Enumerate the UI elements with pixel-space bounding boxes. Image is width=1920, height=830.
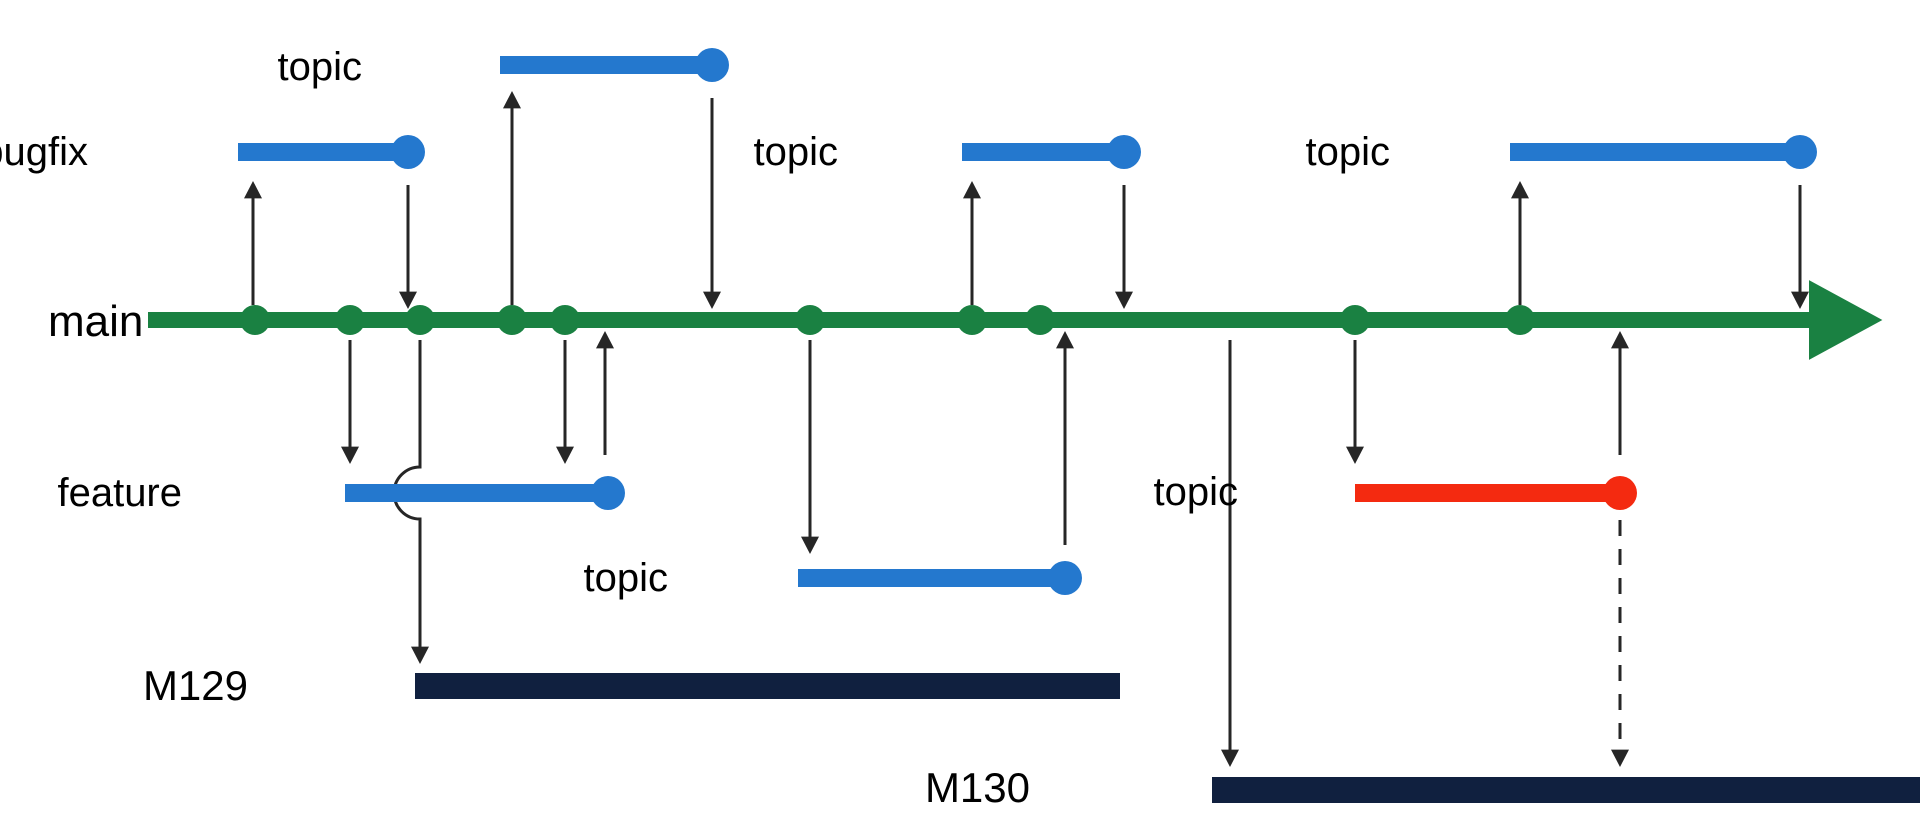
branch-topic-top-1[interactable] (500, 48, 729, 82)
branch-tip-dot-bugfix[interactable] (391, 135, 425, 169)
branch-tip-dot-topic-top-2[interactable] (1107, 135, 1141, 169)
main-branch[interactable] (148, 280, 1883, 360)
branch-label-topic-top-1: topic (278, 45, 363, 89)
branch-label-topic-bottom-1: topic (584, 556, 669, 600)
main-commit-dot-commit-7[interactable] (957, 305, 987, 335)
main-commit-dot-commit-3[interactable] (405, 305, 435, 335)
branch-label-feature: feature (57, 471, 182, 515)
branch-tip-dot-topic-bottom-red[interactable] (1603, 476, 1637, 510)
branch-label-topic-bottom-red: topic (1154, 470, 1239, 514)
branch-feature[interactable] (345, 476, 625, 510)
main-commit-dot-commit-2[interactable] (335, 305, 365, 335)
labels-layer: bugfix topic topic topic feature topic topic ma… (0, 45, 1390, 811)
milestone-label-m130: M130 (925, 764, 1030, 811)
arrows-layer (243, 91, 1810, 767)
milestone-label-m129: M129 (143, 662, 248, 709)
main-commit-dot-commit-10[interactable] (1025, 305, 1055, 335)
branch-tip-dot-topic-bottom-1[interactable] (1048, 561, 1082, 595)
main-commit-dot-commit-8[interactable] (1340, 305, 1370, 335)
milestone-bar-m130[interactable] (1212, 777, 1920, 803)
main-commit-dot-commit-1[interactable] (240, 305, 270, 335)
branch-label-topic-top-3: topic (1306, 130, 1391, 174)
main-commit-dot-commit-9[interactable] (1505, 305, 1535, 335)
main-commit-dot-commit-6[interactable] (795, 305, 825, 335)
milestone-bar-m129[interactable] (415, 673, 1120, 699)
branch-bugfix[interactable] (238, 135, 425, 169)
branch-topic-top-3[interactable] (1510, 135, 1817, 169)
branch-topic-bottom-red[interactable] (1355, 476, 1637, 510)
branch-tip-dot-topic-top-3[interactable] (1783, 135, 1817, 169)
branches-layer (238, 48, 1817, 595)
main-commit-dot-commit-4[interactable] (497, 305, 527, 335)
branch-tip-dot-feature[interactable] (591, 476, 625, 510)
branch-label-bugfix: bugfix (0, 130, 88, 174)
branch-tip-dot-topic-top-1[interactable] (695, 48, 729, 82)
main-branch-label: main (48, 297, 143, 346)
branch-topic-bottom-1[interactable] (798, 561, 1082, 595)
branch-topic-top-2[interactable] (962, 135, 1141, 169)
main-commit-dot-commit-5[interactable] (550, 305, 580, 335)
main-branch-layer (148, 280, 1883, 360)
branch-label-topic-top-2: topic (754, 130, 839, 174)
milestones-layer (415, 673, 1920, 803)
